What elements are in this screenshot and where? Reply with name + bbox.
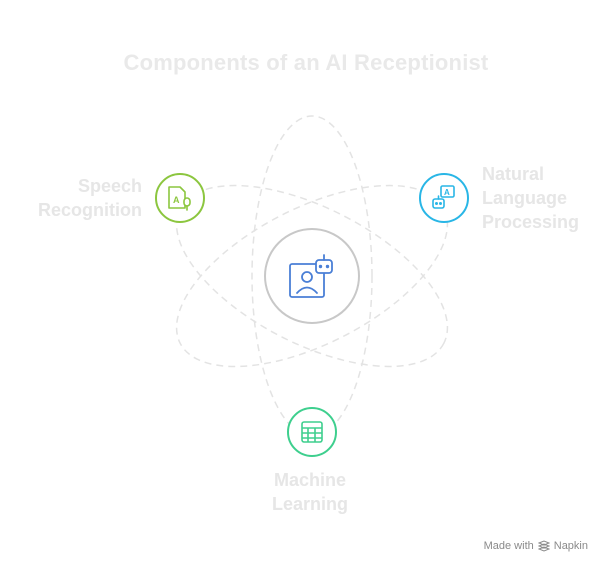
nlp-node: A xyxy=(419,173,469,223)
language-chat-robot-icon: A xyxy=(432,185,455,209)
made-with-napkin[interactable]: Made with Napkin xyxy=(484,540,588,552)
receptionist-robot-icon xyxy=(289,254,333,298)
napkin-logo-icon xyxy=(537,540,550,552)
speech-recognition-node: A xyxy=(155,173,205,223)
napkin-brand-text: Napkin xyxy=(553,540,588,552)
speech-recognition-label: Speech Recognition xyxy=(38,176,142,220)
nlp-label: Natural Language Processing xyxy=(482,164,580,232)
machine-learning-label: Machine Learning xyxy=(271,470,348,514)
diagram-title: Components of an AI Receptionist xyxy=(123,50,489,75)
speech-document-icon: A xyxy=(168,186,191,211)
svg-text:A: A xyxy=(173,195,180,205)
made-with-text: Made with xyxy=(483,540,534,552)
center-node xyxy=(264,228,360,324)
machine-learning-node xyxy=(287,407,337,457)
svg-text:A: A xyxy=(444,188,450,197)
memory-grid-icon xyxy=(301,421,323,443)
